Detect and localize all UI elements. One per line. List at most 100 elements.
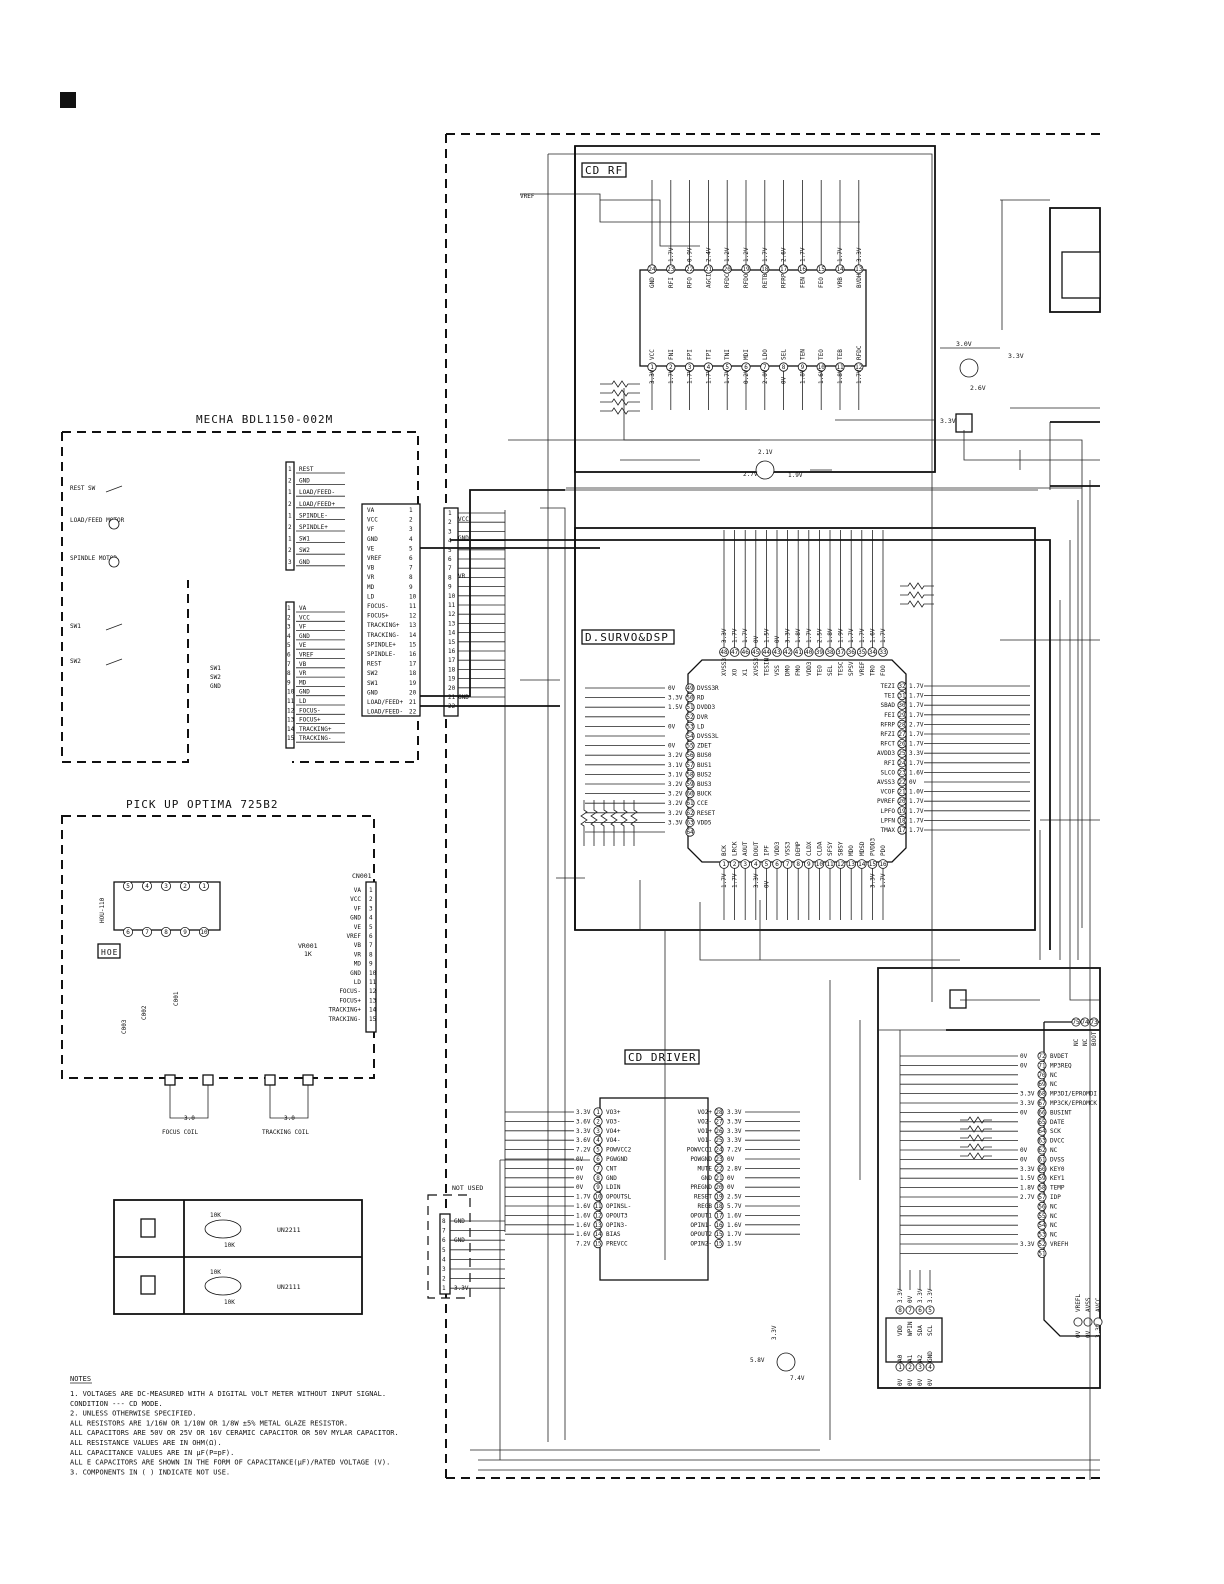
pin-circle (925, 1305, 935, 1315)
pin-circle (761, 859, 772, 869)
pin-circle (593, 1220, 603, 1230)
mecha-switch-label: SW1 (70, 623, 81, 630)
mcu-bottom-name: AVCC (1095, 1297, 1102, 1312)
rf-top-name: RFO (687, 277, 694, 288)
pin-circle (593, 1116, 603, 1127)
pin-number: 52 (1038, 1241, 1046, 1248)
coil-terminal (302, 1074, 314, 1086)
pin-circle (593, 1154, 603, 1164)
pin-circle (729, 647, 740, 657)
pin-number: 3 (743, 861, 747, 868)
coil-terminal (202, 1074, 214, 1086)
sv-right-name: RFZI (881, 731, 896, 738)
pin-number: 8 (164, 929, 168, 936)
pin-circle (1037, 1070, 1047, 1080)
pin-circle (761, 647, 772, 657)
pin-circle (179, 881, 190, 892)
wire (963, 430, 1100, 461)
mcu-pin-name: KEY1 (1050, 1175, 1065, 1182)
mcu-pin-name: NC (1050, 1072, 1058, 1079)
sv-left-name: RD (697, 695, 705, 702)
wire (623, 388, 760, 441)
mecha-signal: SW1 (299, 536, 310, 543)
rf-top-name: FEO (818, 277, 825, 288)
cn001-signal: LD (354, 979, 362, 986)
sv-right-name: FEI (884, 712, 895, 719)
pin-circle (685, 808, 695, 818)
bus-wire (420, 489, 565, 697)
pin-number: 29 (898, 712, 906, 719)
if-pin: 17 (409, 661, 417, 668)
rf-top-volt: 1.2V (743, 247, 750, 262)
side-pin: 8 (442, 1218, 446, 1225)
pin-number: 73 (1090, 1019, 1098, 1026)
mcu-pin-name: DATE (1050, 1119, 1065, 1126)
vr001-label: VR001 (298, 942, 318, 950)
if-right-label: GND (458, 694, 469, 701)
dr-right-name: MUTE (698, 1165, 713, 1172)
pin-number: 31 (898, 693, 906, 700)
cd-rf-label: CD RF (585, 164, 623, 177)
sv-bottom-volt: 1.7V (721, 873, 728, 888)
pin-number: 15 (715, 1241, 723, 1248)
pin-circle (750, 859, 761, 869)
sv-top-volt: 3.3V (785, 628, 792, 643)
cn001-pin: 10 (369, 970, 377, 977)
pin-circle (703, 264, 714, 274)
pin-number: 58 (686, 771, 694, 778)
hoe-label: HOE (101, 948, 118, 957)
tr-right-v3: 2.6V (970, 384, 986, 392)
pin-circle (714, 1163, 724, 1174)
pin-number: 19 (742, 266, 750, 273)
pin-circle (123, 927, 134, 938)
mcu-pin-name: NC (1082, 1038, 1089, 1046)
mecha-pin: 14 (287, 726, 295, 733)
pin-circle (1037, 1211, 1047, 1221)
sv-left-name: RESET (697, 810, 715, 817)
dr-right-volt: 3.3V (727, 1137, 742, 1144)
if-pin: 9 (448, 584, 452, 591)
dr-left-name: OPINSL- (606, 1203, 631, 1210)
dr-left-volt: 3.6V (576, 1137, 591, 1144)
cn001-signal: GND (350, 970, 361, 977)
mcu-pin-volt: 3.3V (1020, 1241, 1035, 1248)
pin-circle (778, 264, 789, 274)
mecha-pin: 9 (287, 679, 291, 686)
mcu-pin-name: IDP (1050, 1194, 1061, 1201)
pin-circle (593, 1210, 603, 1221)
pin-circle (1037, 1060, 1047, 1070)
coil-label: TRACKING COIL (262, 1129, 309, 1136)
note-line: 2. UNLESS OTHERWISE SPECIFIED. (70, 1410, 196, 1418)
pin-circle (1073, 1317, 1083, 1327)
mecha-pin: 3 (287, 624, 291, 631)
sv-bottom-name: CLDX (806, 841, 813, 856)
if-pin: 11 (409, 603, 417, 610)
pin-circle (1037, 1107, 1047, 1117)
dr-right-name: VO1- (698, 1137, 712, 1144)
mecha-signal: VR (299, 670, 307, 677)
pin-number: 11 (836, 364, 844, 371)
if-right-label: VCC (458, 516, 469, 523)
dr-right-name: VO2+ (698, 1109, 713, 1116)
pin-number: 4 (596, 1137, 600, 1144)
pin-circle (1037, 1145, 1047, 1155)
sv-top-name: XO (732, 668, 739, 676)
pin-circle (1037, 1089, 1047, 1099)
pin-number: 14 (594, 1231, 602, 1238)
notes-heading: NOTES (70, 1375, 91, 1383)
pin-circle (703, 362, 714, 372)
mecha-pin: 1 (288, 466, 292, 473)
pin-number: 7 (596, 1165, 600, 1172)
pin-circle (897, 825, 907, 835)
pin-circle (897, 710, 907, 720)
if-pin: 6 (448, 556, 452, 563)
legend-transistor-symbol (140, 1275, 156, 1295)
pin-circle (772, 647, 782, 657)
cn001-pin: 6 (369, 933, 373, 940)
vr001-value: 1K (304, 950, 312, 958)
pin-circle (685, 769, 695, 780)
dr-right-name: VO2- (698, 1118, 712, 1125)
pin-circle (198, 881, 209, 892)
sv-bottom-volt: 3.3V (753, 873, 760, 888)
